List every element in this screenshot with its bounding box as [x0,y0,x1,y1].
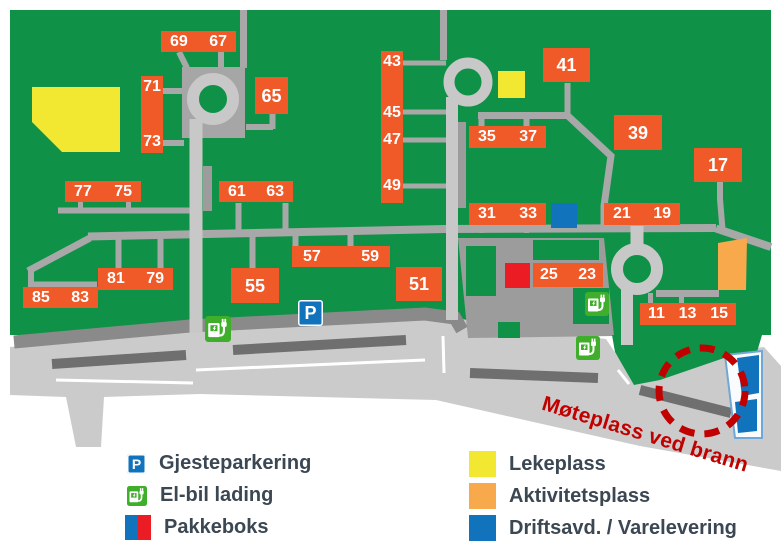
playground-area-large [32,87,120,152]
building-number: 43 [383,53,401,70]
building-number: 45 [383,104,401,121]
plate-71-73: 71 73 [141,76,163,153]
lane-lines [55,335,631,385]
building-number: 71 [143,78,161,95]
plate-41: 41 [543,48,590,82]
playground-area-small [498,71,525,98]
building-number: 83 [71,288,89,306]
building-number: 19 [653,205,671,222]
internal-roads [26,10,773,304]
activity-area [718,238,747,290]
building-number: 65 [261,85,282,106]
building-number: 63 [266,182,284,200]
legend-label: Aktivitetsplass [509,484,651,507]
plate-11-13-15: 11 13 15 [640,303,736,325]
plate-85-83: 85 83 [23,287,98,308]
legend-item-gjesteparkering: P Gjesteparkering [127,452,311,475]
building-number: 67 [209,32,227,50]
parking-area [458,238,614,338]
building-number: 21 [613,205,631,222]
parking-icon: P [298,300,323,326]
building-number: 37 [519,128,537,145]
building-number: 33 [519,205,537,222]
plate-65: 65 [255,77,288,114]
legend-label: Lekeplass [509,452,606,475]
plate-77-75: 77 75 [65,181,141,202]
activity-swatch [469,483,496,509]
plate-61-63: 61 63 [219,181,293,202]
assembly-point-circle [655,344,749,438]
building-number: 81 [107,270,125,287]
plate-51: 51 [396,267,442,301]
parking-icon: P [127,453,146,474]
plate-31-33: 31 33 [469,203,546,225]
building-number: 31 [478,205,496,222]
parking-stripes [51,335,733,418]
parcel-box-icon [125,515,151,540]
ev-charging-icon [205,316,231,342]
building-number: 39 [627,122,649,143]
ev-charging-icon [127,486,147,506]
ev-charging-icon [576,336,600,360]
roundabout-1 [187,73,239,125]
legend-label: Driftsavd. / Varelevering [509,516,737,539]
building-number: 85 [32,288,50,306]
building-number: 55 [244,275,266,296]
building-number: 59 [361,247,379,265]
roundabout-2 [443,57,493,107]
legend-label: Pakkeboks [164,516,269,538]
plate-55: 55 [231,268,279,303]
building-number: 15 [710,305,728,322]
building-number: 13 [678,305,697,322]
roadside-strip-1 [203,166,212,211]
parking-letter: P [304,302,317,323]
legend-item-lekeplass: Lekeplass [469,451,606,477]
building-number: 11 [648,305,665,322]
legend-label: El-bil lading [160,484,274,506]
building-number: 49 [383,177,401,194]
parking-letter: P [131,455,142,472]
operations-swatch [469,515,496,541]
operations-marker [551,203,577,228]
legend-item-pakkeboks: Pakkeboks [125,515,269,540]
building-number: 73 [143,133,161,150]
roundabout-3 [611,243,663,295]
legend-item-driftsavd: Driftsavd. / Varelevering [469,515,737,541]
plate-43-45-47-49: 43 45 47 49 [381,51,403,203]
building-number: 75 [114,182,132,200]
plate-39: 39 [614,115,662,150]
ev-charging-icon [585,292,609,316]
building-number: 79 [146,270,164,287]
plate-17: 17 [694,148,742,182]
green-wedge [612,335,762,385]
plate-69-67: 69 67 [161,31,236,52]
plate-57-59: 57 59 [292,246,390,267]
building-number: 61 [228,182,246,200]
building-number: 47 [383,131,401,148]
playground-swatch [469,451,496,477]
legend-item-elbil: El-bil lading [127,484,273,507]
building-number: 51 [408,274,430,294]
sidewalk-band [13,307,468,349]
plate-25-23: 25 23 [533,263,603,287]
legend-item-aktivitetsplass: Aktivitetsplass [469,483,650,509]
roadside-strip-2 [457,122,466,208]
legend-label: Gjesteparkering [159,452,312,474]
plate-81-79: 81 79 [98,268,173,290]
building-number: 35 [478,128,496,145]
building-number: 77 [74,182,92,200]
building-number: 23 [578,266,596,283]
parcel-box-marker [505,263,530,288]
plate-35-37: 35 37 [469,126,546,148]
building-number: 41 [556,55,577,75]
building-number: 17 [707,155,729,175]
plate-21-19: 21 19 [604,203,680,225]
building-number: 69 [170,32,188,50]
building-number: 25 [540,266,558,283]
building-number: 57 [303,247,321,265]
